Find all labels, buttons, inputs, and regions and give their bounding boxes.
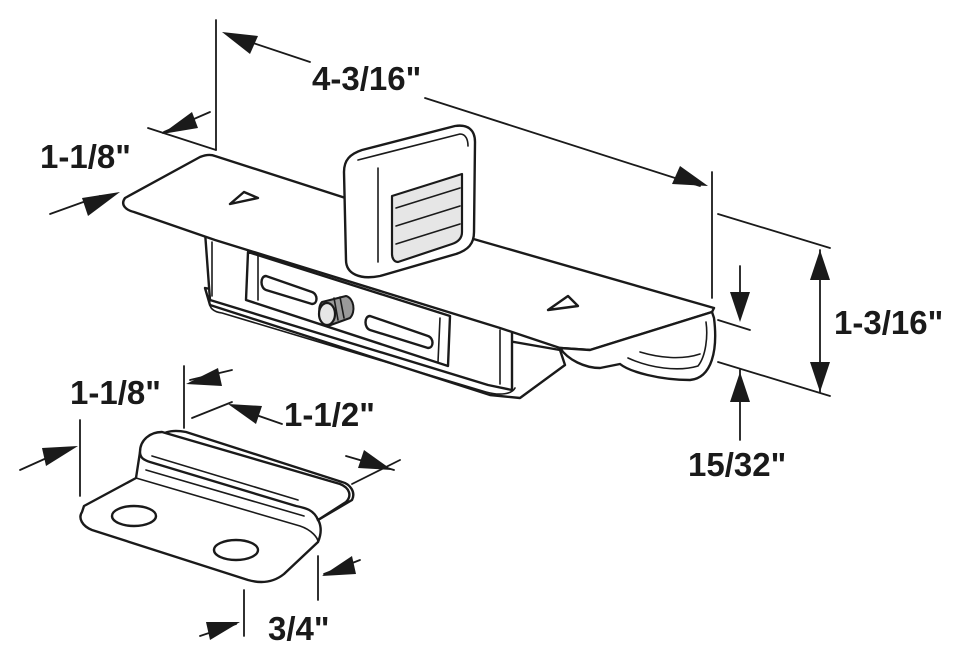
label-latch-channel: 15/32" [688,446,787,483]
plate-arrow-left [228,190,260,206]
latch-knob-end [317,301,337,327]
label-latch-height: 1-3/16" [834,304,944,341]
strike-ridge [138,430,351,522]
strike-hole-right [212,538,260,562]
latch-assembly [121,124,717,400]
latch-housing-lip [208,299,516,395]
latch-curl [558,310,717,382]
label-latch-length: 4-3/16" [312,60,422,97]
strike-hole-left [110,504,158,528]
latch-curl-inner [627,321,708,370]
latch-slot-left [260,274,318,306]
arrow-length-right [672,166,708,186]
arrow-length-left [222,32,258,54]
label-latch-width: 1-1/8" [40,138,131,175]
label-strike-width: 1-1/8" [70,374,161,411]
plate-arrow-right [546,294,580,312]
label-strike-length: 1-1/2" [284,396,375,433]
label-strike-depth: 3/4" [268,610,330,647]
dimension-lines [19,19,831,640]
latch-slot-right [364,314,434,350]
strike-assembly [79,429,355,584]
